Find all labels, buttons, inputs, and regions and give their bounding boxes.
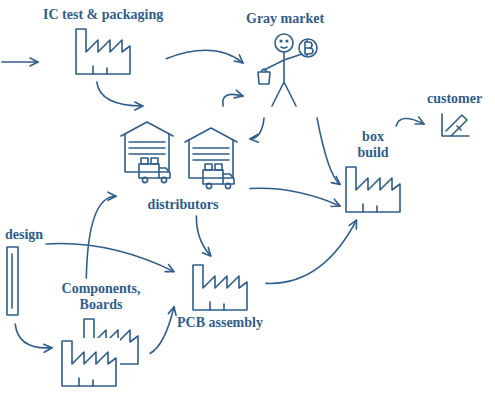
node-group: IC test & packaging: [40, 4, 166, 82]
flow-arrow: [150, 307, 174, 354]
node-label: Components, Boards: [55, 281, 147, 313]
node-group: customer: [424, 88, 485, 146]
flow-arrow: [86, 196, 116, 278]
flow-arrow: [396, 118, 424, 126]
flow-arrow: [15, 324, 52, 348]
flow-arrow: [223, 94, 243, 106]
node-label: customer: [427, 91, 482, 107]
node-label: box build: [349, 129, 397, 161]
flow-arrow: [46, 244, 174, 272]
node-group: distributors: [116, 106, 250, 216]
flow-arrow: [266, 220, 357, 283]
flow-arrow: [250, 188, 340, 206]
factory-icon: [343, 164, 403, 214]
flow-arrow: [250, 118, 264, 139]
node-label: IC test & packaging: [43, 7, 163, 23]
design-document-icon: [5, 246, 21, 318]
factory-icon: [190, 262, 250, 312]
factory-pair-icon: [59, 316, 143, 388]
customer-device-icon: [437, 110, 473, 140]
warehouse-icon: [119, 112, 247, 194]
flow-arrow: [97, 82, 143, 106]
node-group: PCB assembly: [174, 256, 266, 334]
flow-arrow: [196, 216, 210, 256]
node-label: design: [5, 227, 43, 243]
gray-market-figure: [250, 30, 320, 112]
incoming-arrow: [2, 61, 38, 63]
flow-arrow: [166, 50, 243, 63]
factory-icon: [73, 26, 133, 76]
flow-arrow: [317, 118, 340, 184]
node-label: distributors: [148, 197, 219, 213]
node-label: Gray market: [246, 11, 324, 27]
node-group: Components, Boards: [52, 278, 150, 394]
node-label: PCB assembly: [177, 315, 263, 331]
node-group: design: [2, 224, 46, 324]
node-group: box build: [340, 126, 406, 220]
node-group: Gray market: [243, 8, 327, 118]
